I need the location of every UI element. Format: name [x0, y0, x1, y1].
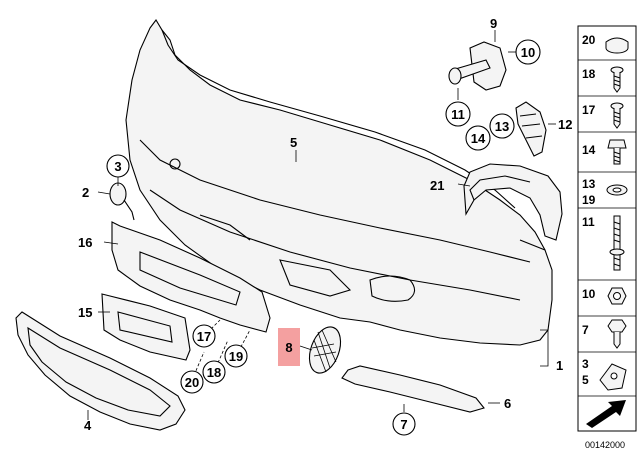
bolt-icon	[607, 139, 627, 165]
sidebar-item-10[interactable]: 10	[582, 287, 627, 305]
callout-5-label: 5	[290, 135, 297, 150]
sidebar-item-label: 20	[582, 33, 596, 47]
stud-icon	[609, 215, 625, 271]
sidebar-item-label: 7	[582, 323, 589, 337]
clip-icon	[607, 319, 627, 349]
mounting-bracket[interactable]	[448, 41, 507, 91]
callout-9-label: 9	[490, 16, 497, 31]
callout-8-highlight	[278, 328, 300, 366]
callout-6[interactable]: 6	[504, 396, 511, 411]
callout-10-label: 10	[521, 45, 535, 60]
callout-10[interactable]: 10	[515, 39, 541, 65]
callout-14-label: 14	[471, 131, 486, 146]
callout-15[interactable]: 15	[78, 305, 92, 320]
hardware-sidebar	[577, 25, 637, 432]
sidebar-item-label: 3	[582, 357, 589, 371]
callout-13[interactable]: 13	[489, 113, 515, 139]
callout-21[interactable]: 21	[430, 178, 444, 193]
tow-hook-cover[interactable]	[109, 182, 135, 221]
license-plate-base[interactable]	[111, 221, 271, 333]
sidebar-item-label: 13	[582, 177, 596, 191]
spring-nut-icon	[599, 363, 627, 391]
callout-1-label: 1	[556, 358, 563, 373]
callout-3[interactable]: 3	[106, 154, 130, 178]
callout-18[interactable]: 18	[202, 360, 226, 384]
callout-11-label: 11	[451, 107, 465, 122]
nut-icon	[607, 287, 627, 305]
callout-16-label: 16	[78, 235, 92, 250]
callout-19-label: 19	[229, 349, 243, 364]
sidebar-item-label-2: 19	[582, 193, 596, 207]
callout-14[interactable]: 14	[465, 125, 491, 151]
sidebar-item-18[interactable]: 18	[582, 66, 624, 93]
license-plate-bracket[interactable]	[101, 293, 191, 361]
callout-3-label: 3	[114, 159, 121, 174]
lower-grille[interactable]	[15, 311, 186, 431]
callout-7-label: 7	[400, 417, 407, 432]
washer-icon	[606, 184, 628, 196]
callout-15-label: 15	[78, 305, 92, 320]
callout-4[interactable]: 4	[84, 418, 92, 433]
callout-13-label: 13	[495, 119, 509, 134]
air-duct[interactable]	[463, 163, 563, 241]
sidebar-item-11[interactable]: 11	[582, 215, 625, 271]
callout-6-label: 6	[504, 396, 511, 411]
callout-16[interactable]: 16	[78, 235, 92, 250]
callout-9[interactable]: 9	[490, 16, 497, 31]
sidebar-item-label-2: 5	[582, 373, 589, 387]
callout-5[interactable]: 5	[290, 135, 297, 150]
callout-12[interactable]: 12	[558, 117, 572, 132]
callout-4-label: 4	[84, 418, 92, 433]
bracket-clip[interactable]	[515, 101, 547, 157]
sidebar-item-label: 14	[582, 143, 596, 157]
sidebar-item-label: 10	[582, 287, 596, 301]
sidebar-item-label: 11	[582, 215, 595, 229]
sidebar-item-14[interactable]: 14	[582, 139, 627, 165]
callout-21-label: 21	[430, 178, 444, 193]
callout-17-label: 17	[197, 329, 211, 344]
sidebar-item-20[interactable]: 20	[582, 33, 629, 54]
callout-11[interactable]: 11	[445, 101, 471, 127]
callout-1[interactable]: 1	[556, 358, 563, 373]
sidebar-item-label: 18	[582, 67, 596, 81]
sidebar-item-label: 17	[582, 103, 596, 117]
sidebar-item-17[interactable]: 17	[582, 102, 624, 129]
callout-8[interactable]: 8	[278, 328, 300, 366]
callout-20-label: 20	[185, 375, 199, 390]
callout-7[interactable]: 7	[392, 412, 416, 436]
callout-19[interactable]: 19	[224, 344, 248, 368]
callout-20[interactable]: 20	[180, 370, 204, 394]
grille-insert-8[interactable]	[304, 323, 347, 378]
callout-2[interactable]: 2	[82, 185, 89, 200]
callout-2-label: 2	[82, 185, 89, 200]
sidebar-item-7[interactable]: 7	[582, 319, 627, 349]
screw-icon	[610, 66, 624, 93]
diagram-number: 00142000	[585, 440, 625, 450]
arrow-icon	[586, 400, 626, 428]
callout-8-label: 8	[285, 340, 292, 355]
screw-icon	[610, 102, 624, 129]
cap-icon	[605, 37, 629, 54]
side-trim-strip[interactable]	[341, 365, 485, 413]
sidebar-item-13-19[interactable]: 13 19	[582, 177, 628, 207]
callout-17[interactable]: 17	[192, 324, 216, 348]
callout-18-label: 18	[207, 365, 221, 380]
sidebar-item-3-5[interactable]: 3 5	[582, 357, 627, 391]
callout-12-label: 12	[558, 117, 572, 132]
